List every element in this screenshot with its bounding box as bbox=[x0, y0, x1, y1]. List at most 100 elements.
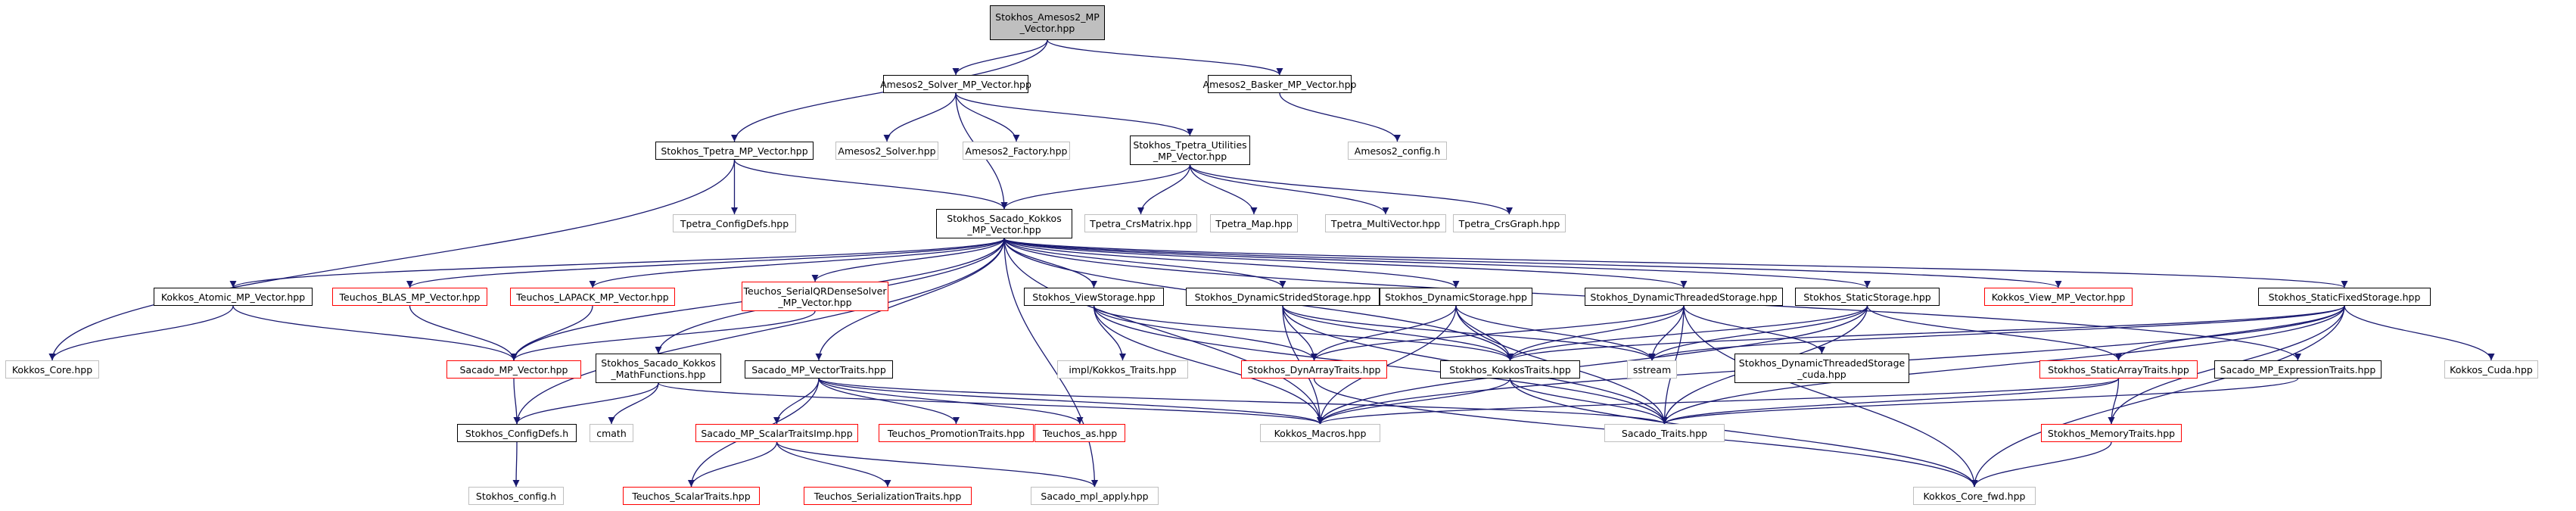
graph-node[interactable]: Sacado_MP_Vector.hpp bbox=[446, 360, 581, 379]
edge-n44-to-n49 bbox=[1971, 441, 2112, 488]
graph-node[interactable]: Stokhos_Sacado_Kokkos _MP_Vector.hpp bbox=[936, 209, 1072, 238]
edge-n21-to-n30 bbox=[1311, 305, 1685, 361]
edge-n27-to-n38 bbox=[608, 382, 659, 425]
edge-n9-to-n21 bbox=[1003, 238, 1688, 288]
edge-n34-to-n42 bbox=[1317, 378, 2120, 425]
graph-node[interactable]: Stokhos_Sacado_Kokkos _MathFunctions.hpp bbox=[596, 354, 721, 383]
edge-n9-to-n22 bbox=[1003, 238, 1871, 288]
root-node[interactable]: Stokhos_Amesos2_MP _Vector.hpp bbox=[990, 5, 1105, 40]
edge-n15-to-n26 bbox=[409, 305, 518, 361]
edge-n19-to-n31 bbox=[1282, 305, 1514, 361]
edge-n1-to-n4 bbox=[883, 92, 957, 142]
edge-n9-to-n42 bbox=[1003, 238, 1324, 425]
graph-node[interactable]: Stokhos_Tpetra_MP_Vector.hpp bbox=[655, 142, 814, 160]
edge-n6-to-n9 bbox=[1000, 164, 1191, 210]
edge-n22-to-n42 bbox=[1317, 305, 1868, 425]
edge-n27-to-n37 bbox=[513, 382, 659, 425]
graph-node: Tpetra_MultiVector.hpp bbox=[1325, 214, 1446, 232]
graph-node: Kokkos_Cuda.hpp bbox=[2444, 360, 2538, 379]
edge-n39-to-n47 bbox=[776, 441, 891, 488]
graph-node[interactable]: Stokhos_DynArrayTraits.hpp bbox=[1241, 360, 1387, 379]
edge-n20-to-n31 bbox=[1455, 305, 1514, 361]
graph-node: Tpetra_CrsMatrix.hpp bbox=[1084, 214, 1197, 232]
graph-node[interactable]: Stokhos_DynamicStridedStorage.hpp bbox=[1186, 288, 1380, 306]
edge-n14-to-n25 bbox=[48, 305, 234, 361]
edge-n28-to-n42 bbox=[818, 378, 1324, 425]
graph-node[interactable]: Stokhos_MemoryTraits.hpp bbox=[2041, 424, 2182, 442]
edge-n39-to-n46 bbox=[687, 441, 778, 488]
edge-n28-to-n39 bbox=[773, 378, 820, 425]
edge-n28-to-n41 bbox=[818, 378, 1084, 425]
graph-node: Tpetra_Map.hpp bbox=[1210, 214, 1298, 232]
edge-n2-to-n7 bbox=[1279, 92, 1402, 142]
edge-n9-to-n15 bbox=[406, 238, 1005, 288]
edge-n20-to-n42 bbox=[1316, 305, 1457, 425]
edge-n9-to-n19 bbox=[1003, 238, 1286, 288]
graph-node[interactable]: Kokkos_View_MP_Vector.hpp bbox=[1984, 288, 2133, 306]
edge-n24-to-n36 bbox=[2344, 305, 2495, 361]
graph-node[interactable]: Sacado_MP_VectorTraits.hpp bbox=[745, 360, 893, 379]
graph-node: Sacado_mpl_apply.hpp bbox=[1031, 487, 1159, 505]
graph-node[interactable]: Teuchos_SerialQRDenseSolver _MP_Vector.h… bbox=[742, 282, 888, 311]
graph-node: sstream bbox=[1627, 360, 1677, 379]
graph-node: Kokkos_Core.hpp bbox=[5, 360, 99, 379]
edge-n9-to-n20 bbox=[1003, 238, 1460, 288]
edge-n16-to-n26 bbox=[510, 305, 593, 361]
graph-node[interactable]: Amesos2_Solver_MP_Vector.hpp bbox=[880, 75, 1031, 93]
graph-node[interactable]: Amesos2_Basker_MP_Vector.hpp bbox=[1203, 75, 1356, 93]
graph-node[interactable]: Teuchos_SerializationTraits.hpp bbox=[804, 487, 972, 505]
graph-node: Amesos2_Factory.hpp bbox=[963, 142, 1070, 160]
graph-node[interactable]: Stokhos_KokkosTraits.hpp bbox=[1440, 360, 1580, 379]
graph-node[interactable]: Stokhos_Tpetra_Utilities _MP_Vector.hpp bbox=[1130, 136, 1250, 165]
edge-n9-to-n48 bbox=[1003, 238, 1099, 488]
graph-node[interactable]: Stokhos_DynamicThreadedStorage.hpp bbox=[1585, 288, 1783, 306]
edge-n9-to-n37 bbox=[513, 238, 1005, 425]
edge-n9-to-n17 bbox=[811, 238, 1005, 282]
graph-node[interactable]: Stokhos_DynamicThreadedStorage _cuda.hpp bbox=[1734, 354, 1909, 383]
edge-n9-to-n18 bbox=[1003, 238, 1098, 288]
graph-node[interactable]: Teuchos_LAPACK_MP_Vector.hpp bbox=[510, 288, 675, 306]
graph-node[interactable]: Stokhos_ConfigDefs.h bbox=[457, 424, 577, 442]
graph-node[interactable]: Kokkos_Atomic_MP_Vector.hpp bbox=[154, 288, 313, 306]
graph-node[interactable]: Teuchos_PromotionTraits.hpp bbox=[879, 424, 1034, 442]
edge-n26-to-n37 bbox=[513, 378, 521, 425]
edge-n35-to-n43 bbox=[1661, 378, 2299, 425]
graph-node[interactable]: Stokhos_StaticStorage.hpp bbox=[1795, 288, 1940, 306]
graph-node: Tpetra_CrsGraph.hpp bbox=[1453, 214, 1566, 232]
graph-node: Amesos2_Solver.hpp bbox=[835, 142, 938, 160]
edge-n9-to-n23 bbox=[1003, 238, 2062, 288]
edge-n22-to-n32 bbox=[1648, 305, 1868, 361]
graph-node[interactable]: Stokhos_StaticArrayTraits.hpp bbox=[2039, 360, 2198, 379]
edge-n21-to-n49 bbox=[1683, 305, 1978, 488]
edge-n19-to-n30 bbox=[1282, 305, 1318, 361]
graph-node[interactable]: Teuchos_BLAS_MP_Vector.hpp bbox=[332, 288, 487, 306]
edge-n31-to-n49 bbox=[1509, 378, 1978, 488]
edge-n20-to-n32 bbox=[1455, 305, 1656, 361]
edge-n6-to-n13 bbox=[1189, 164, 1513, 215]
edge-n39-to-n48 bbox=[776, 441, 1098, 488]
edge-n17-to-n26 bbox=[510, 310, 816, 361]
edge-n31-to-n42 bbox=[1317, 378, 1511, 425]
graph-node[interactable]: Teuchos_ScalarTraits.hpp bbox=[623, 487, 760, 505]
graph-node[interactable]: Sacado_MP_ScalarTraitsImp.hpp bbox=[695, 424, 858, 442]
edge-n9-to-n24 bbox=[1003, 238, 2347, 288]
graph-node: Tpetra_ConfigDefs.hpp bbox=[673, 214, 796, 232]
edge-n6-to-n12 bbox=[1189, 164, 1389, 215]
graph-node[interactable]: Stokhos_ViewStorage.hpp bbox=[1024, 288, 1164, 306]
edge-n0-to-n2 bbox=[1047, 39, 1283, 76]
edge-n18-to-n30 bbox=[1093, 305, 1318, 361]
edge-n21-to-n32 bbox=[1648, 305, 1685, 361]
edge-n37-to-n45 bbox=[512, 441, 520, 488]
edge-n27-to-n42 bbox=[658, 382, 1324, 425]
graph-node[interactable]: Teuchos_as.hpp bbox=[1034, 424, 1125, 442]
edge-n22-to-n31 bbox=[1507, 305, 1868, 361]
graph-node[interactable]: Stokhos_StaticFixedStorage.hpp bbox=[2258, 288, 2431, 306]
edge-n1-to-n6 bbox=[955, 92, 1193, 136]
graph-node[interactable]: Stokhos_DynamicStorage.hpp bbox=[1380, 288, 1532, 306]
graph-node[interactable]: Sacado_MP_ExpressionTraits.hpp bbox=[2214, 360, 2382, 379]
edge-n6-to-n11 bbox=[1189, 164, 1258, 215]
edge-n24-to-n49 bbox=[1971, 305, 2345, 488]
edge-n20-to-n30 bbox=[1311, 305, 1457, 361]
edge-n1-to-n5 bbox=[955, 92, 1020, 142]
